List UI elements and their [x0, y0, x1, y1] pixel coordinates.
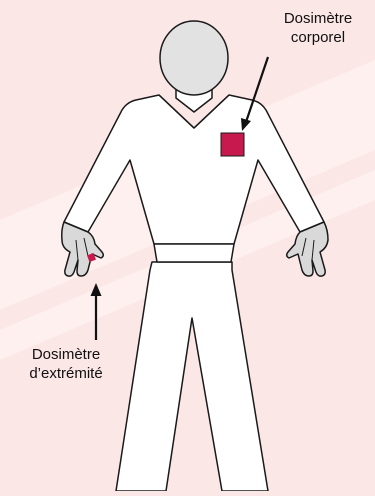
- belt: [153, 243, 235, 263]
- extremity-dosimeter-arrowhead: [90, 283, 102, 296]
- extremity-dosimeter-label: Dosimètre d’extrémité: [8, 345, 124, 383]
- extremity-dosimeter-label-line1: Dosimètre: [31, 346, 101, 363]
- body-dosimeter: [220, 132, 245, 157]
- right-glove: [285, 221, 329, 277]
- left-glove-finger-lines: [75, 237, 89, 261]
- body-dosimeter-label: Dosimètre corporel: [268, 9, 368, 47]
- extremity-dosimeter-label-line2: d’extrémité: [29, 365, 103, 382]
- right-glove-finger-lines: [301, 237, 315, 261]
- extremity-dosimeter: [87, 253, 96, 262]
- body-dosimeter-arrow-line: [244, 56, 270, 123]
- left-glove: [61, 221, 105, 277]
- body-dosimeter-label-line1: Dosimètre: [283, 10, 353, 27]
- body-dosimeter-label-line2: corporel: [290, 29, 346, 46]
- collar: [158, 94, 230, 129]
- trousers: [115, 261, 269, 492]
- body-dosimeter-arrowhead: [241, 118, 251, 131]
- shirt: [63, 94, 325, 245]
- head: [159, 20, 229, 96]
